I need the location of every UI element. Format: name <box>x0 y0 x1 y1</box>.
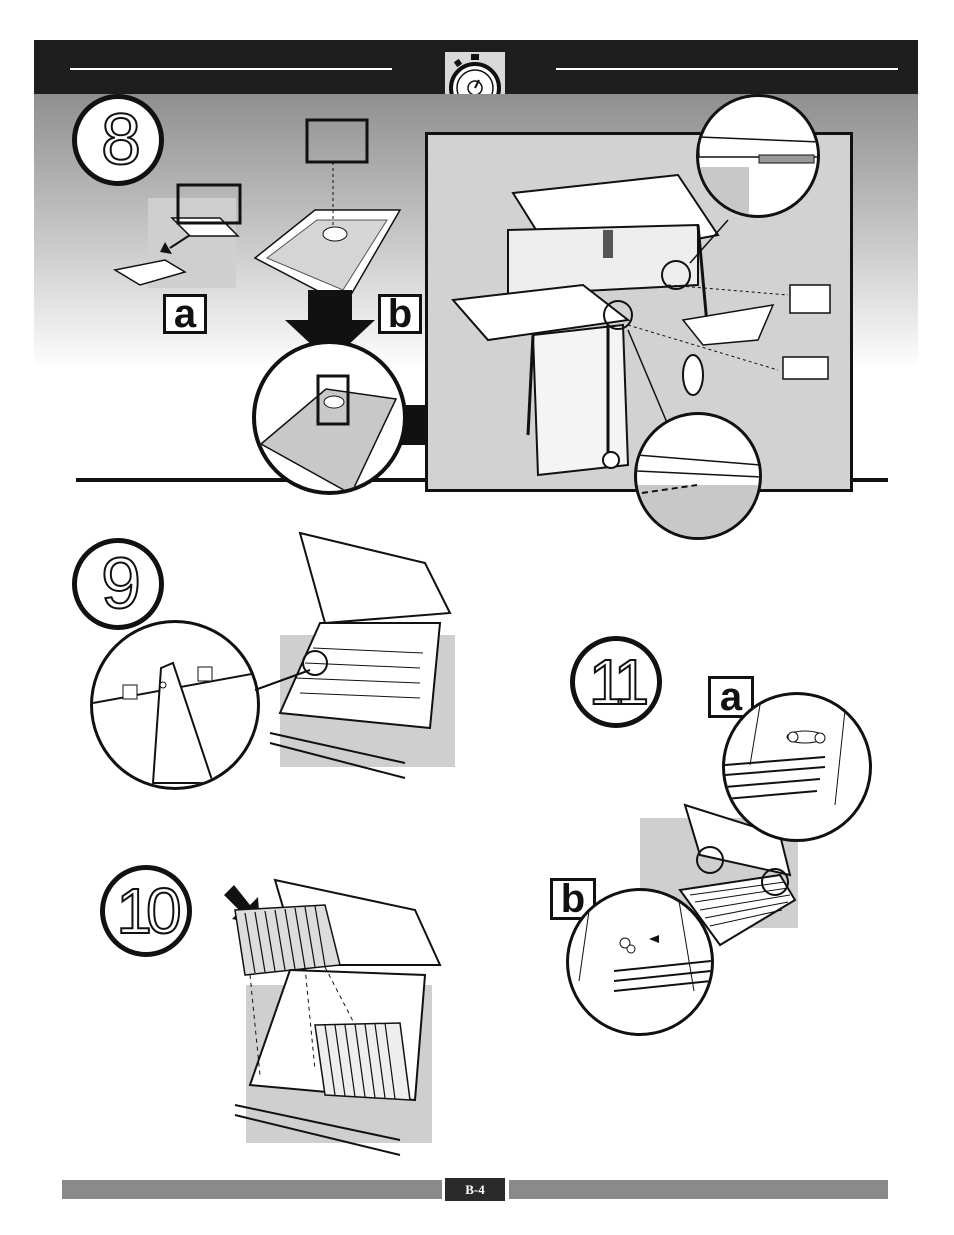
step10-grill-illustration <box>230 875 445 1165</box>
footer-bar-left <box>62 1180 442 1199</box>
header-rule-left <box>70 68 392 70</box>
step8-label-b: b <box>378 294 422 334</box>
step8a-illustration <box>110 180 270 300</box>
step8-number: 8 <box>72 94 164 186</box>
step9-grill-illustration <box>265 528 465 788</box>
step11a-detail-magnifier <box>722 692 872 842</box>
footer-bar-right <box>509 1180 888 1199</box>
step9-number: 9 <box>72 538 164 630</box>
header-rule-right <box>556 68 898 70</box>
step8b-illustration <box>255 110 405 310</box>
lower-detail-magnifier <box>634 412 762 540</box>
page-number: B-4 <box>445 1178 505 1201</box>
tray-detail-magnifier <box>252 340 407 495</box>
step9-leader-line <box>255 665 315 695</box>
step9-detail-magnifier <box>90 620 260 790</box>
step11-number: 11 <box>570 636 662 728</box>
step8-label-a: a <box>163 294 207 334</box>
step11b-detail-magnifier <box>566 888 714 1036</box>
step10-number: 10 <box>100 865 192 957</box>
upper-detail-magnifier <box>696 94 820 218</box>
